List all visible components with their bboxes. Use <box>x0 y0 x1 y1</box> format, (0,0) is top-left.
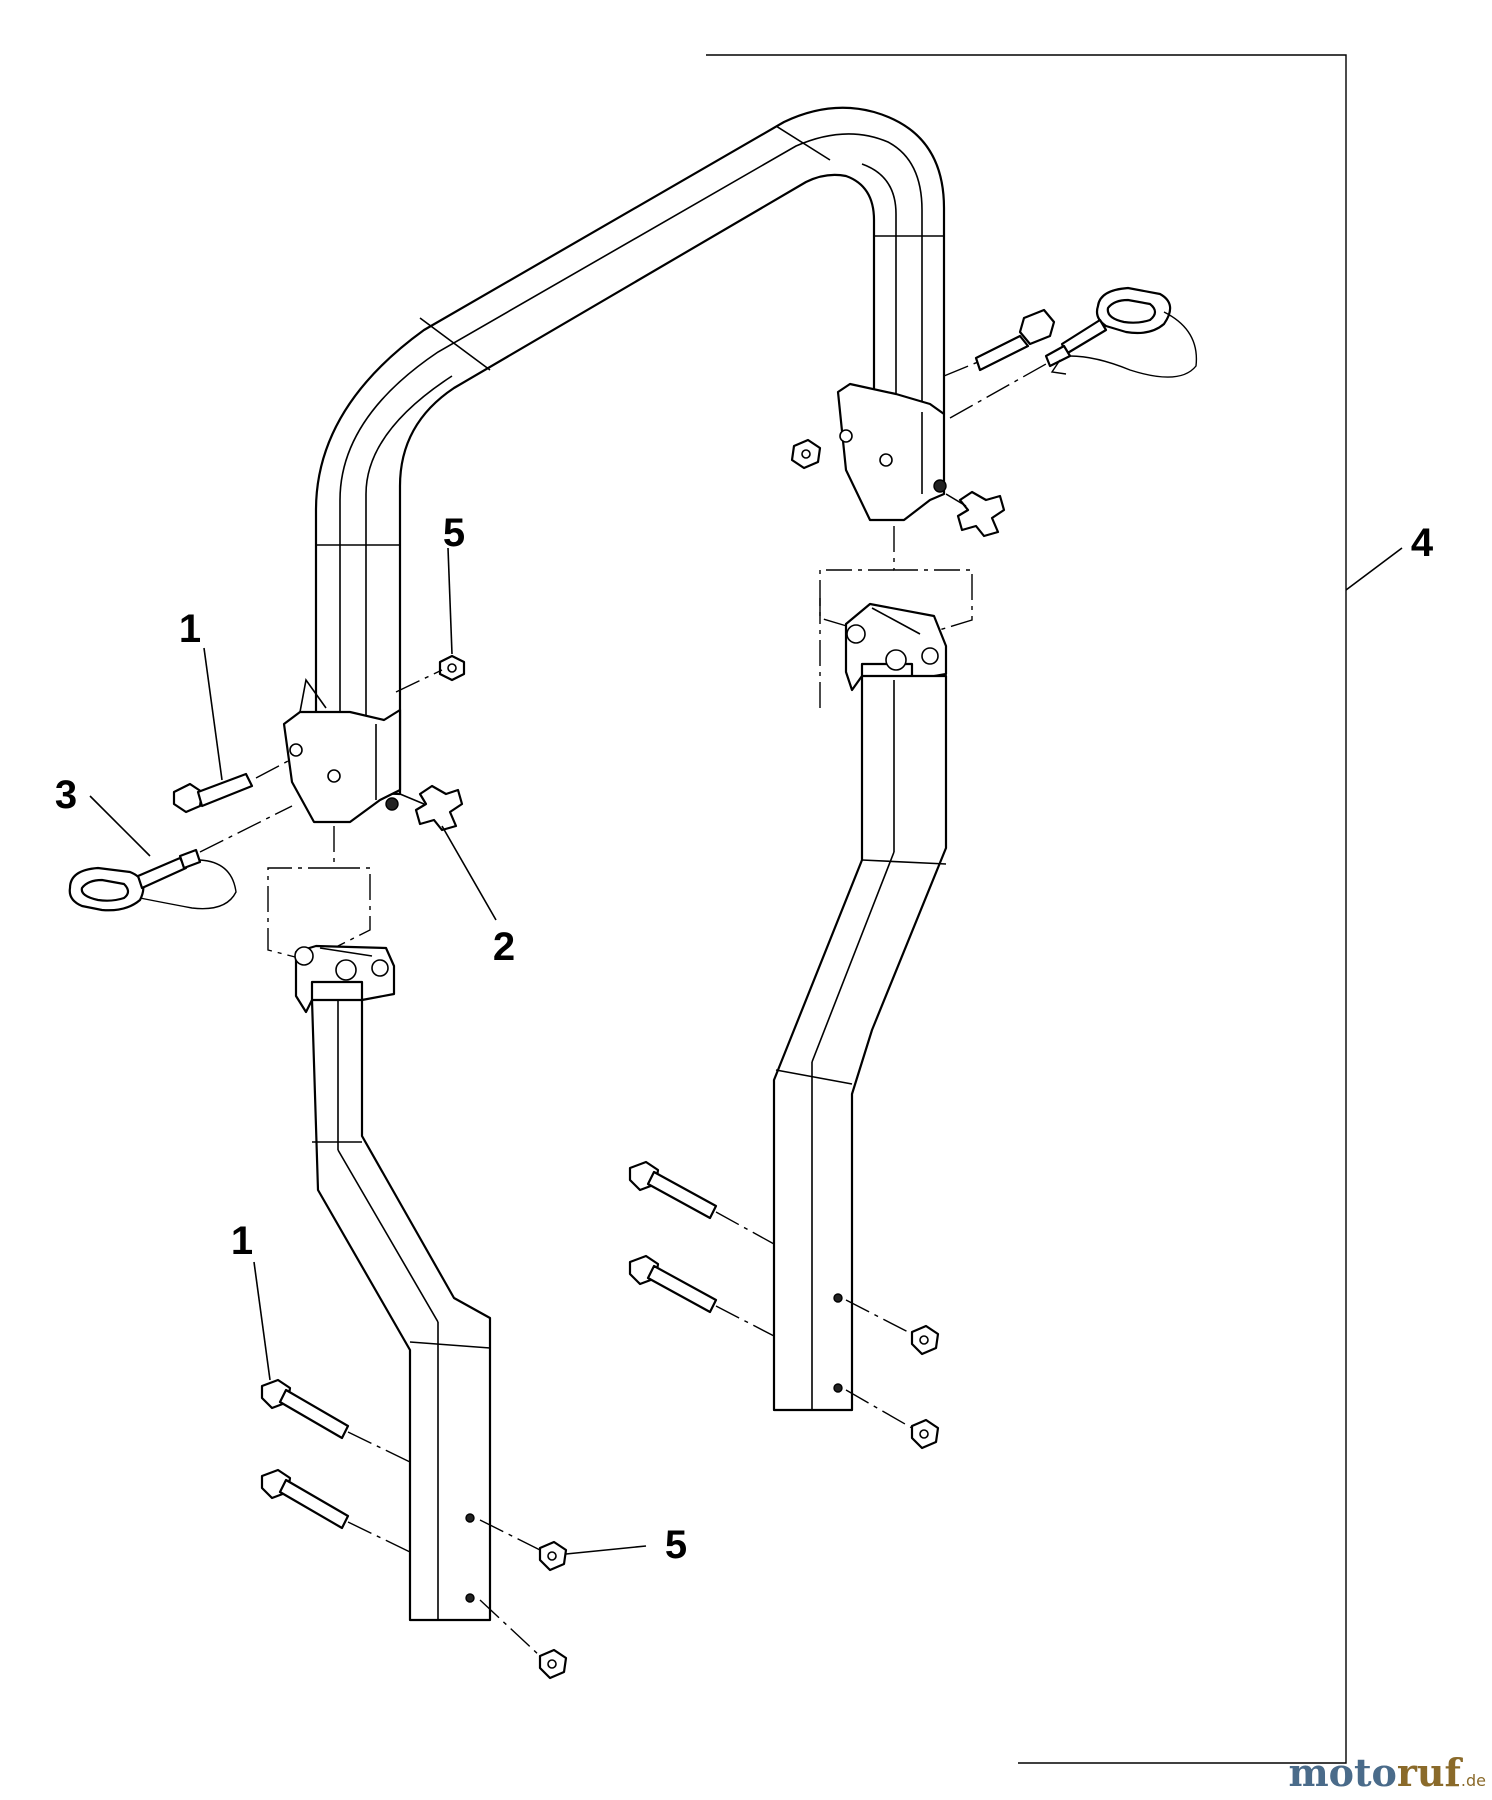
watermark-brand-moto: moto <box>1288 1750 1396 1795</box>
upper-left-knob <box>399 784 464 832</box>
upper-left-bolt <box>172 759 291 814</box>
left-lower-bolts <box>260 1378 411 1553</box>
watermark-brand-ruf: ruf <box>1397 1750 1464 1795</box>
callout-leaders <box>89 547 647 1555</box>
motoruf-watermark: motoruf.de <box>1288 1750 1486 1795</box>
upper-left-hitch-pin <box>68 805 293 912</box>
callout-5-lower: 5 <box>665 1523 687 1567</box>
watermark-suffix: .de <box>1461 1771 1486 1790</box>
callout-2: 2 <box>493 925 515 969</box>
callout-3: 3 <box>55 773 77 817</box>
callout-1-upper: 1 <box>179 607 201 651</box>
upper-right-bolt <box>974 308 1056 372</box>
upper-right-knob <box>945 490 1006 538</box>
upper-right-guide-lines <box>819 361 1047 712</box>
right-lower-leg <box>772 602 948 1412</box>
svg-text:motoruf.de: motoruf.de <box>1288 1750 1486 1795</box>
upper-right-bracket <box>836 382 947 522</box>
upper-right-nut <box>790 438 822 470</box>
right-lower-bolts <box>628 1160 775 1337</box>
assembly-bracket <box>706 54 1403 1764</box>
left-lower-leg <box>294 944 492 1622</box>
upper-left-bracket <box>282 678 402 824</box>
callout-4: 4 <box>1411 521 1434 565</box>
left-lower-nuts <box>479 1519 568 1680</box>
callout-1-lower: 1 <box>231 1219 253 1263</box>
right-lower-nuts <box>845 1299 940 1450</box>
callout-5-upper: 5 <box>443 511 465 555</box>
upper-left-nut <box>395 654 466 693</box>
upper-right-hitch-pin <box>1044 286 1198 378</box>
